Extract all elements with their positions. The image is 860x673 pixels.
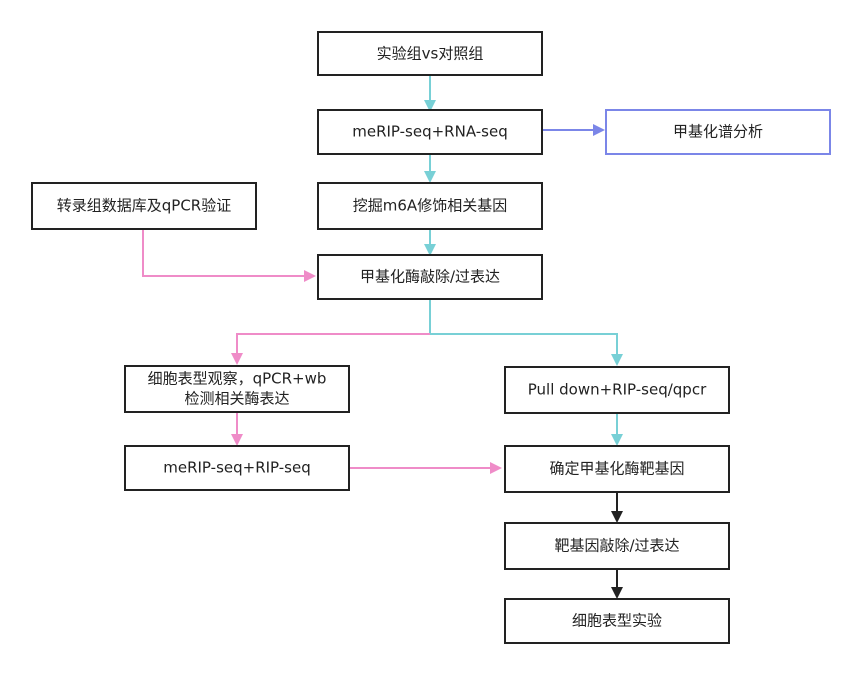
svg-text:细胞表型观察，qPCR+wb: 细胞表型观察，qPCR+wb xyxy=(148,370,327,388)
node-enzyme-knockdown: 甲基化酶敲除/过表达 xyxy=(317,254,543,300)
svg-text:meRIP-seq+RNA-seq: meRIP-seq+RNA-seq xyxy=(352,123,508,141)
node-methylation-profile: 甲基化谱分析 xyxy=(605,109,831,155)
connectors xyxy=(142,75,623,599)
node-transcriptome-qpcr: 转录组数据库及qPCR验证 xyxy=(31,182,257,230)
svg-text:Pull down+RIP-seq/qpcr: Pull down+RIP-seq/qpcr xyxy=(528,381,707,399)
node-merip-rna-seq: meRIP-seq+RNA-seq xyxy=(317,109,543,155)
svg-text:甲基化谱分析: 甲基化谱分析 xyxy=(673,123,763,141)
node-phenotype-experiment: 细胞表型实验 xyxy=(504,598,730,644)
connector-transcriptome-to-knockdown xyxy=(142,229,316,282)
node-phenotype-observation: 细胞表型观察，qPCR+wb 检测相关酶表达 xyxy=(124,365,350,413)
node-experiment-vs-control: 实验组vs对照组 xyxy=(317,31,543,76)
svg-text:meRIP-seq+RIP-seq: meRIP-seq+RIP-seq xyxy=(163,459,311,477)
svg-text:转录组数据库及qPCR验证: 转录组数据库及qPCR验证 xyxy=(57,197,231,215)
connector-split-left xyxy=(231,333,430,365)
svg-text:细胞表型实验: 细胞表型实验 xyxy=(572,612,662,630)
svg-text:检测相关酶表达: 检测相关酶表达 xyxy=(184,390,289,408)
node-target-knockdown: 靶基因敲除/过表达 xyxy=(504,522,730,570)
node-pulldown-rip: Pull down+RIP-seq/qpcr xyxy=(504,366,730,414)
node-merip-rip-seq: meRIP-seq+RIP-seq xyxy=(124,445,350,491)
svg-text:挖掘m6A修饰相关基因: 挖掘m6A修饰相关基因 xyxy=(353,197,507,215)
svg-text:靶基因敲除/过表达: 靶基因敲除/过表达 xyxy=(554,537,679,555)
node-mine-m6a-genes: 挖掘m6A修饰相关基因 xyxy=(317,182,543,230)
connector-split-right xyxy=(430,333,623,366)
svg-text:实验组vs对照组: 实验组vs对照组 xyxy=(377,45,484,63)
node-confirm-targets: 确定甲基化酶靶基因 xyxy=(504,445,730,493)
svg-text:甲基化酶敲除/过表达: 甲基化酶敲除/过表达 xyxy=(360,268,500,286)
svg-text:确定甲基化酶靶基因: 确定甲基化酶靶基因 xyxy=(549,460,684,478)
